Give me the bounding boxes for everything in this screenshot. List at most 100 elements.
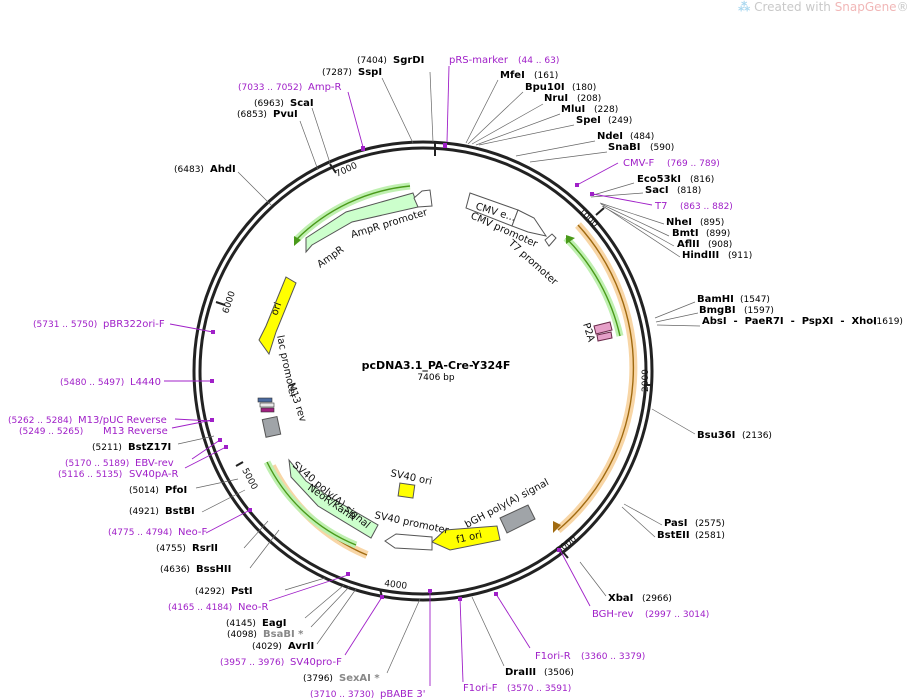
site-rsrii[interactable]: (4755)RsrII — [156, 543, 218, 554]
site-hindiii[interactable]: HindIII(911) — [682, 250, 752, 261]
site-bamhi[interactable]: BamHI(1547) — [697, 294, 770, 305]
primer-leader-lines — [164, 65, 653, 686]
feature-sv40-promoter[interactable] — [384, 533, 433, 551]
svg-text:pBABE 3': pBABE 3' — [380, 689, 426, 700]
primer-m13-puc-reverse[interactable]: (5262 .. 5284)M13/pUC Reverse — [8, 415, 167, 426]
svg-text:(5170 .. 5189): (5170 .. 5189) — [65, 459, 129, 469]
site-nhei[interactable]: NheI(895) — [666, 217, 724, 228]
tick-6000: 6000 — [221, 290, 238, 315]
feature-p2a[interactable] — [593, 321, 613, 342]
svg-text:EBV-rev: EBV-rev — [135, 458, 174, 469]
site-saci[interactable]: SacI(818) — [645, 185, 701, 196]
site-mlui[interactable]: MluI(228) — [561, 104, 618, 115]
site-bstbi[interactable]: (4921)BstBI — [129, 506, 195, 517]
primer-l4440[interactable]: (5480 .. 5497)L4440 — [60, 377, 161, 388]
site-bsabi[interactable]: (4098)BsaBI * — [227, 629, 304, 640]
feature-bgh-polya[interactable] — [499, 504, 536, 534]
primer-marker-pbr322 — [211, 330, 215, 334]
feature-f1-ori[interactable]: f1 ori — [431, 525, 501, 551]
svg-text:Amp-R: Amp-R — [308, 82, 342, 93]
feature-label-p2a: P2A — [580, 322, 596, 344]
svg-text:(3957 .. 3976): (3957 .. 3976) — [220, 658, 284, 668]
primer-f1ori-f[interactable]: F1ori-F(3570 .. 3591) — [463, 683, 571, 694]
svg-text:(4775 .. 4794): (4775 .. 4794) — [108, 528, 172, 538]
site-sexai[interactable]: (3796)SexAI * — [303, 673, 380, 684]
primer-amp-r[interactable]: (7033 .. 7052) Amp-R — [238, 82, 342, 93]
svg-text:Bpu10I: Bpu10I — [525, 82, 565, 93]
site-sgrdi[interactable]: (7404) SgrDI — [357, 55, 424, 66]
primer-pbr322ori-f[interactable]: (5731 .. 5750)pBR322ori-F — [33, 319, 165, 330]
site-xbai[interactable]: XbaI(2966) — [608, 593, 672, 604]
svg-text:Bsu36I: Bsu36I — [697, 430, 735, 441]
site-scai[interactable]: (6963) ScaI — [254, 98, 314, 109]
primer-f1ori-r[interactable]: F1ori-R(3360 .. 3379) — [535, 651, 645, 662]
primer-m13-reverse[interactable]: (5249 .. 5265)M13 Reverse — [19, 426, 168, 437]
primer-cmv-f[interactable]: CMV-F(769 .. 789) — [623, 158, 720, 169]
primer-neo-f[interactable]: (4775 .. 4794)Neo-F — [108, 527, 208, 538]
feature-ori[interactable]: ori — [258, 276, 297, 356]
site-avrii[interactable]: (4029)AvrII — [252, 641, 314, 652]
site-draiii[interactable]: DraIII(3506) — [505, 667, 574, 678]
site-mfei[interactable]: MfeI(161) — [500, 70, 558, 81]
svg-text:BstEII: BstEII — [657, 530, 690, 541]
feature-ampr[interactable] — [305, 192, 419, 254]
primer-sv40pro-f[interactable]: (3957 .. 3976)SV40pro-F — [220, 657, 342, 668]
site-bpu10i[interactable]: Bpu10I(180) — [525, 82, 596, 93]
feature-ampr-promoter[interactable] — [413, 189, 433, 208]
svg-text:(863 .. 882): (863 .. 882) — [680, 202, 733, 212]
site-absi-xhoi[interactable]: AbsI - PaeR7I - PspXI - XhoI(1619) — [702, 316, 903, 327]
svg-text:(7404): (7404) — [357, 56, 387, 66]
primer-prs-marker[interactable]: pRS-marker (44 .. 63) — [449, 55, 559, 66]
svg-text:(816): (816) — [690, 175, 714, 185]
site-pasi[interactable]: PasI(2575) — [664, 518, 725, 529]
svg-text:(4636): (4636) — [160, 565, 190, 575]
snapgene-watermark: ⁂ Created with SnapGene® — [738, 0, 908, 14]
site-sspi[interactable]: (7287) SspI — [322, 67, 382, 78]
primer-neo-r[interactable]: (4165 .. 4184)Neo-R — [168, 602, 269, 613]
feature-label-sv40-promoter: SV40 promoter — [373, 510, 450, 537]
svg-text:(161): (161) — [534, 71, 558, 81]
svg-text:XbaI: XbaI — [608, 593, 633, 604]
primer-pbabe-3[interactable]: (3710 .. 3730)pBABE 3' — [310, 689, 426, 700]
site-nrui[interactable]: NruI(208) — [544, 93, 601, 104]
site-bmti[interactable]: BmtI(899) — [672, 228, 730, 239]
site-bsshii[interactable]: (4636)BssHII — [160, 564, 231, 575]
svg-text:BmgBI: BmgBI — [699, 305, 736, 316]
site-bmgbi[interactable]: BmgBI(1597) — [699, 305, 774, 316]
primer-ebv-rev[interactable]: (5170 .. 5189) EBV-rev — [65, 458, 174, 469]
svg-text:AhdI: AhdI — [210, 164, 236, 175]
site-pvui[interactable]: (6853) PvuI — [237, 109, 298, 120]
svg-text:(3570 .. 3591): (3570 .. 3591) — [507, 684, 571, 694]
svg-text:L4440: L4440 — [130, 377, 161, 388]
site-ndei[interactable]: NdeI(484) — [597, 131, 654, 142]
feature-cmv-promoter-arrow[interactable] — [511, 209, 548, 237]
svg-text:CMV-F: CMV-F — [623, 158, 654, 169]
primer-t7[interactable]: T7(863 .. 882) — [654, 201, 733, 212]
svg-text:(1547): (1547) — [740, 295, 770, 305]
site-bsu36i[interactable]: Bsu36I(2136) — [697, 430, 772, 441]
site-bsteii[interactable]: BstEII(2581) — [657, 530, 725, 541]
primer-bgh-rev[interactable]: BGH-rev(2997 .. 3014) — [592, 609, 709, 620]
svg-text:(7287): (7287) — [322, 68, 352, 78]
svg-text:(44 .. 63): (44 .. 63) — [518, 56, 559, 66]
svg-text:(4165 .. 4184): (4165 .. 4184) — [168, 603, 232, 613]
svg-text:(5262 .. 5284): (5262 .. 5284) — [8, 416, 72, 426]
site-eagi[interactable]: (4145)EagI — [226, 618, 286, 629]
site-bstz17i[interactable]: (5211)BstZ17I — [92, 442, 171, 453]
site-ahdi[interactable]: (6483) AhdI — [174, 164, 236, 175]
site-snabi[interactable]: SnaBI(590) — [608, 142, 674, 153]
site-aflii[interactable]: AflII(908) — [677, 239, 732, 250]
svg-text:(5249 .. 5265): (5249 .. 5265) — [19, 427, 83, 437]
tick-4000: 4000 — [384, 579, 408, 592]
site-eco53ki[interactable]: Eco53kI(816) — [637, 174, 714, 185]
site-psti[interactable]: (4292)PstI — [195, 586, 253, 597]
feature-sv40-ori[interactable] — [397, 482, 416, 499]
feature-t7-promoter-arrow[interactable] — [544, 233, 557, 247]
svg-text:(4921): (4921) — [129, 507, 159, 517]
site-pfoi[interactable]: (5014)PfoI — [129, 485, 187, 496]
feature-lac-m13[interactable] — [257, 397, 282, 438]
primer-sv40pa-r[interactable]: (5116 .. 5135)SV40pA-R — [58, 469, 178, 480]
site-spei[interactable]: SpeI(249) — [576, 115, 632, 126]
svg-text:PvuI: PvuI — [273, 109, 298, 120]
